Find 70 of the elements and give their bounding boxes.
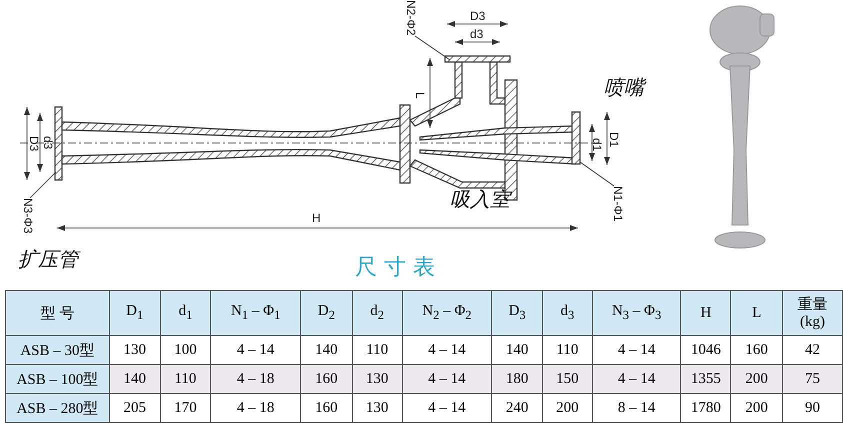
column-header: D$_{2}$ (318, 303, 335, 319)
dimension-value: 4 – 14 (428, 400, 466, 416)
dimension-value: 1355 (690, 370, 721, 386)
dimension-value: 170 (174, 400, 197, 416)
column-header: L (752, 304, 762, 320)
column-header: d$_{2}$ (370, 303, 384, 319)
dimension-value: 75 (805, 370, 820, 386)
dimension-value: 8 – 14 (618, 400, 656, 416)
column-header: 型 号 (40, 306, 74, 322)
dimension-value: 110 (556, 342, 578, 358)
part-name: 喷嘴 (604, 76, 644, 98)
part-name: 吸入室 (450, 188, 510, 210)
dimension-value: 42 (805, 342, 820, 358)
dimension-value: 4 – 14 (236, 342, 274, 358)
dimension-value: 180 (506, 370, 528, 386)
dimension-value: 1046 (690, 342, 721, 358)
dimension-value: 160 (315, 400, 338, 416)
dimension-value: 4 – 18 (236, 400, 274, 416)
column-header: D$_{3}$ (508, 303, 526, 319)
dimension-value: 90 (805, 400, 820, 416)
dimension-label: d1 (591, 138, 603, 152)
dimension-value: 160 (315, 370, 338, 386)
dimension-value: 150 (556, 370, 579, 386)
dimension-label: H (312, 212, 321, 224)
dimension-value: 200 (745, 400, 768, 416)
column-header: 重量 (kg) (796, 296, 829, 331)
column-header: D$_{1}$ (126, 303, 144, 319)
dimension-value: 140 (506, 342, 528, 358)
dimension-value: 140 (123, 370, 146, 386)
model-name: ASB – 100型 (16, 372, 98, 388)
dimension-value: 4 – 14 (428, 370, 466, 386)
dimension-value: 160 (745, 342, 768, 358)
model-name: ASB – 30型 (20, 342, 94, 358)
dimension-value: 130 (366, 370, 388, 386)
flange-bolt-label: N2-Φ2 (405, 0, 417, 36)
dimension-value: 4 – 14 (618, 370, 656, 386)
model-name: ASB – 280型 (16, 400, 98, 416)
table-title: 尺 寸 表 (355, 256, 435, 280)
dimension-value: 240 (506, 400, 528, 416)
dimension-label: d3 (470, 28, 484, 40)
dimension-value: 205 (123, 400, 146, 416)
dimension-value: 100 (174, 342, 197, 358)
dimension-label: D3 (470, 10, 486, 22)
column-header: N$_{2}$ – Φ$_{2}$ (422, 303, 472, 319)
column-header: d$_{1}$ (178, 303, 192, 319)
leader-line (580, 162, 614, 186)
column-header: N$_{1}$ – Φ$_{1}$ (231, 303, 280, 319)
dimension-label: d3 (42, 136, 54, 150)
dimension-value: 4 – 14 (618, 342, 656, 358)
column-header: N$_{3}$ – Φ$_{3}$ (612, 303, 662, 319)
dimension-value: 4 – 18 (236, 370, 274, 386)
dimension-value: 110 (174, 370, 196, 386)
dimension-value: 140 (315, 342, 338, 358)
dimension-value: 1780 (690, 400, 721, 416)
dimension-value: 200 (745, 370, 768, 386)
flange-bolt-label: N3-Φ3 (22, 198, 34, 234)
dimension-label: L (414, 92, 426, 99)
column-header: H (700, 304, 712, 320)
dimension-label: D1 (608, 132, 620, 148)
column-header: d$_{3}$ (560, 303, 574, 319)
leader-line (30, 172, 56, 198)
part-name: 扩压管 (18, 248, 78, 270)
dimension-value: 110 (366, 342, 388, 358)
flange-bolt-label: N1-Φ1 (612, 186, 624, 222)
dimension-value: 130 (123, 342, 146, 358)
dimension-value: 200 (556, 400, 579, 416)
dimension-label: D3 (28, 136, 40, 152)
leader-line (414, 36, 450, 60)
dimension-value: 130 (366, 400, 388, 416)
dimension-value: 4 – 14 (428, 342, 466, 358)
